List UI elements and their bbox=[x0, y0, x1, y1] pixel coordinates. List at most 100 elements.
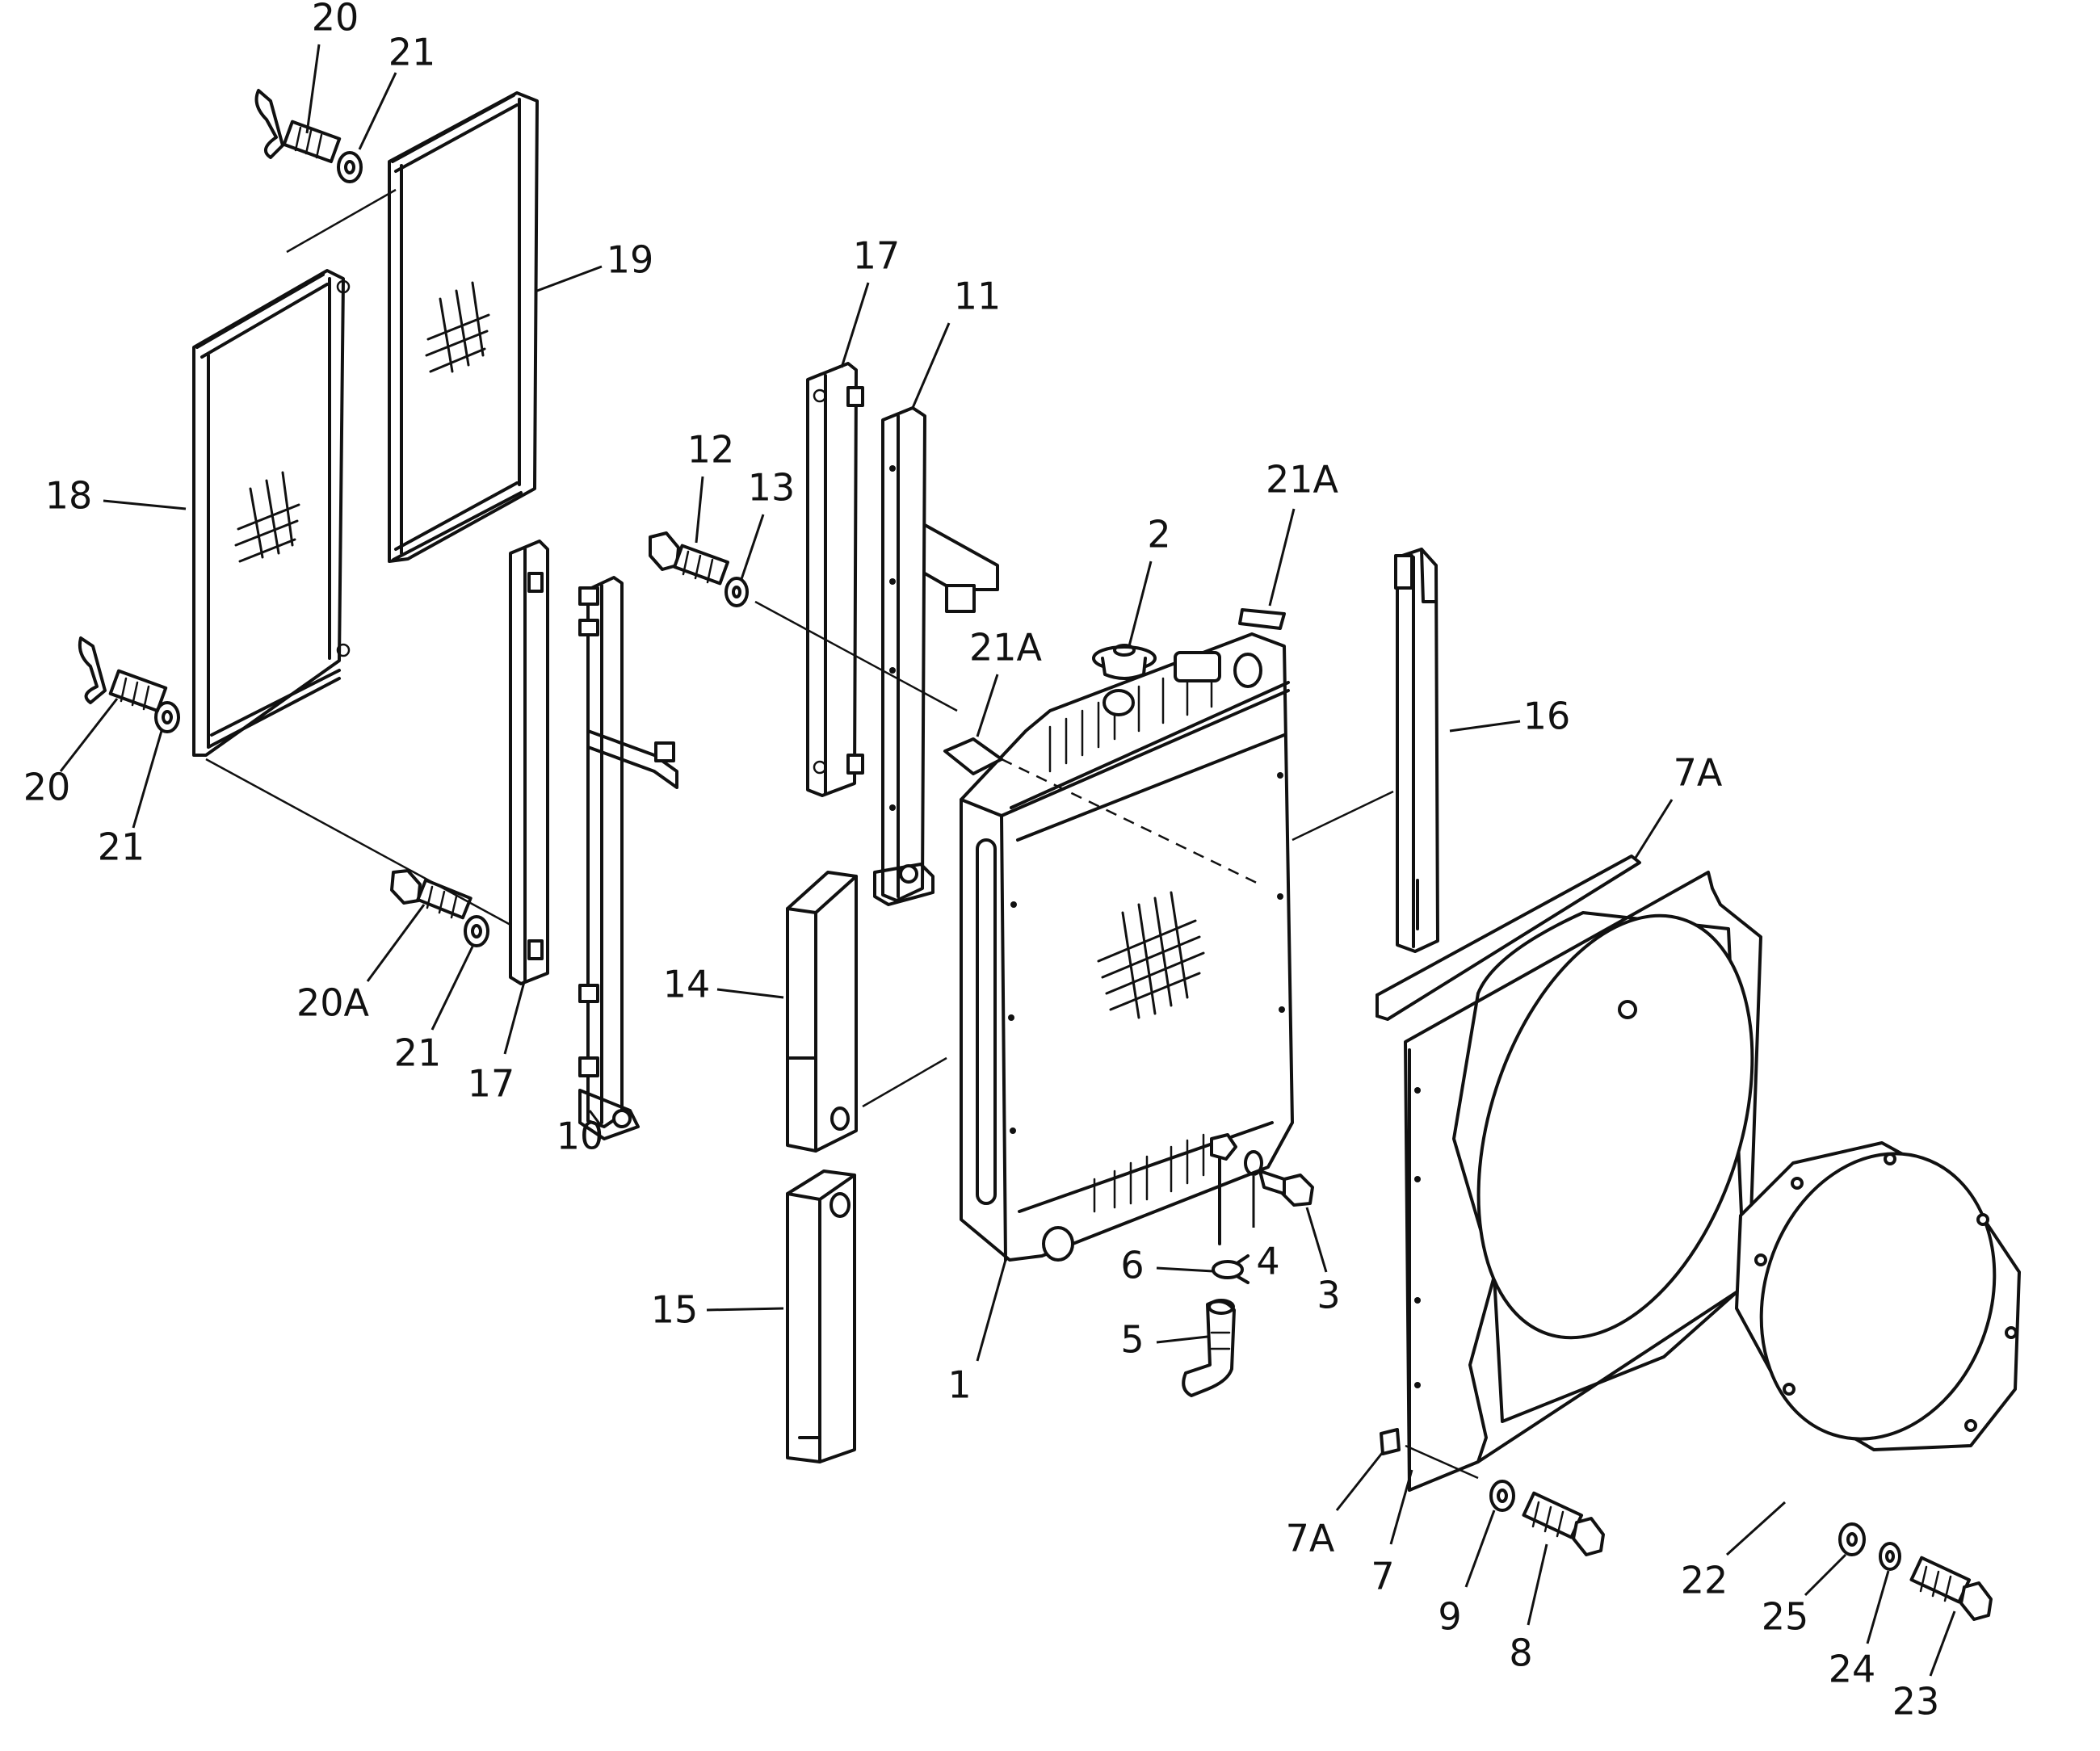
callout-18: 18 bbox=[45, 474, 187, 518]
washer-top bbox=[337, 151, 363, 183]
hose-clip bbox=[1212, 1254, 1250, 1284]
callout-label: 3 bbox=[1317, 1274, 1340, 1317]
callout-5: 5 bbox=[1120, 1318, 1208, 1362]
callout-20a: 20A bbox=[296, 904, 426, 1025]
screen-frame-lower bbox=[192, 269, 351, 757]
callout-label: 8 bbox=[1509, 1631, 1532, 1675]
callout-label: 7 bbox=[1371, 1555, 1394, 1598]
callout-19: 19 bbox=[536, 238, 654, 292]
callout-7a-bottom: 7A bbox=[1286, 1451, 1384, 1560]
callout-label: 2 bbox=[1147, 513, 1170, 556]
callout-7a-top: 7A bbox=[1634, 751, 1723, 859]
callout-23: 23 bbox=[1892, 1610, 1956, 1724]
drain-hose bbox=[1182, 1299, 1236, 1397]
washer-9 bbox=[1489, 1480, 1515, 1512]
callout-label: 21A bbox=[969, 626, 1043, 670]
callout-label: 13 bbox=[748, 466, 796, 510]
callout-label: 9 bbox=[1438, 1595, 1461, 1639]
seal-block-15 bbox=[786, 1169, 856, 1463]
gasket-ring bbox=[1735, 1141, 2021, 1451]
hex-bolt-8 bbox=[1522, 1491, 1605, 1556]
callout-21a-mid: 21A bbox=[969, 626, 1043, 737]
callout-label: 18 bbox=[45, 474, 93, 518]
callout-14: 14 bbox=[663, 963, 784, 1006]
callout-label: 22 bbox=[1681, 1559, 1728, 1602]
callout-11: 11 bbox=[911, 275, 1002, 409]
washer-25 bbox=[1838, 1522, 1866, 1556]
callout-label: 20 bbox=[23, 766, 71, 809]
callout-label: 11 bbox=[954, 275, 1002, 318]
screen-frame-upper bbox=[388, 91, 539, 563]
callout-label: 4 bbox=[1256, 1240, 1279, 1283]
hex-bolt-12 bbox=[649, 531, 729, 586]
callout-2: 2 bbox=[1128, 513, 1171, 647]
seal-block-14 bbox=[786, 871, 858, 1153]
callout-21-left: 21 bbox=[98, 730, 163, 869]
callout-label: 6 bbox=[1120, 1244, 1144, 1287]
callout-label: 19 bbox=[607, 238, 654, 282]
callout-17-top: 17 bbox=[840, 234, 901, 368]
mesh-icon bbox=[234, 471, 300, 563]
seal-strip-7a bbox=[1376, 855, 1641, 1021]
bracket-10 bbox=[578, 576, 678, 1140]
callout-label: 16 bbox=[1523, 695, 1571, 738]
callout-7: 7 bbox=[1371, 1469, 1413, 1598]
washer-bottom bbox=[464, 915, 489, 947]
callout-8: 8 bbox=[1509, 1543, 1548, 1675]
callout-label: 21 bbox=[388, 31, 436, 74]
mesh-icon bbox=[1097, 891, 1205, 1019]
callout-label: 23 bbox=[1892, 1680, 1940, 1724]
callout-label: 7A bbox=[1286, 1517, 1335, 1560]
callout-21-bottom: 21 bbox=[394, 946, 474, 1075]
drain-cock bbox=[1210, 1133, 1237, 1245]
callout-label: 17 bbox=[853, 234, 901, 278]
drain-plug bbox=[1258, 1169, 1314, 1207]
bracket-17-lower bbox=[509, 540, 549, 985]
callout-label: 24 bbox=[1829, 1648, 1876, 1691]
o-ring bbox=[1244, 1150, 1263, 1176]
callout-label: 21 bbox=[98, 825, 145, 869]
hex-bolt-23 bbox=[1909, 1556, 1993, 1621]
callout-label: 5 bbox=[1120, 1318, 1144, 1362]
callout-3: 3 bbox=[1305, 1207, 1341, 1317]
callout-label: 20A bbox=[296, 981, 370, 1025]
callout-16: 16 bbox=[1449, 695, 1571, 738]
bracket-17-upper bbox=[806, 362, 864, 797]
callout-17-bottom: 17 bbox=[468, 978, 527, 1106]
callout-9: 9 bbox=[1438, 1510, 1496, 1639]
callout-21-top: 21 bbox=[358, 31, 436, 150]
washer-13 bbox=[724, 577, 749, 607]
callout-label: 10 bbox=[556, 1115, 604, 1158]
mesh-icon bbox=[425, 281, 490, 373]
callout-label: 7A bbox=[1674, 751, 1723, 795]
callout-4: 4 bbox=[1252, 1176, 1280, 1283]
callout-label: 17 bbox=[468, 1062, 515, 1106]
bracket-16 bbox=[1394, 548, 1439, 953]
radiator-core bbox=[960, 632, 1294, 1262]
callout-label: 14 bbox=[663, 963, 711, 1006]
assembly-guide-lines bbox=[205, 186, 1479, 1480]
callout-1: 1 bbox=[947, 1259, 1007, 1407]
callout-10: 10 bbox=[556, 1110, 604, 1158]
callout-12: 12 bbox=[687, 428, 735, 544]
washer-left bbox=[154, 701, 180, 733]
callout-15: 15 bbox=[651, 1288, 784, 1332]
callout-20-left: 20 bbox=[23, 698, 119, 809]
lock-washer-24 bbox=[1879, 1542, 1901, 1571]
callout-label: 20 bbox=[312, 0, 359, 40]
callout-label: 1 bbox=[947, 1363, 971, 1407]
pad-21a-top bbox=[1238, 608, 1286, 630]
callout-20-top: 20 bbox=[305, 0, 359, 134]
callout-6: 6 bbox=[1120, 1244, 1214, 1287]
callout-label: 12 bbox=[687, 428, 735, 472]
fan-shroud bbox=[1380, 871, 1762, 1492]
callout-label: 21 bbox=[394, 1031, 442, 1075]
radiator-cap bbox=[1092, 644, 1157, 680]
hex-bolt-20a bbox=[390, 869, 472, 920]
callout-22: 22 bbox=[1681, 1501, 1787, 1602]
callout-25: 25 bbox=[1762, 1553, 1847, 1639]
wing-bolt-left bbox=[78, 636, 168, 713]
callout-21a-top: 21A bbox=[1266, 458, 1339, 607]
callout-label: 21A bbox=[1266, 458, 1339, 502]
callout-label: 15 bbox=[651, 1288, 699, 1332]
